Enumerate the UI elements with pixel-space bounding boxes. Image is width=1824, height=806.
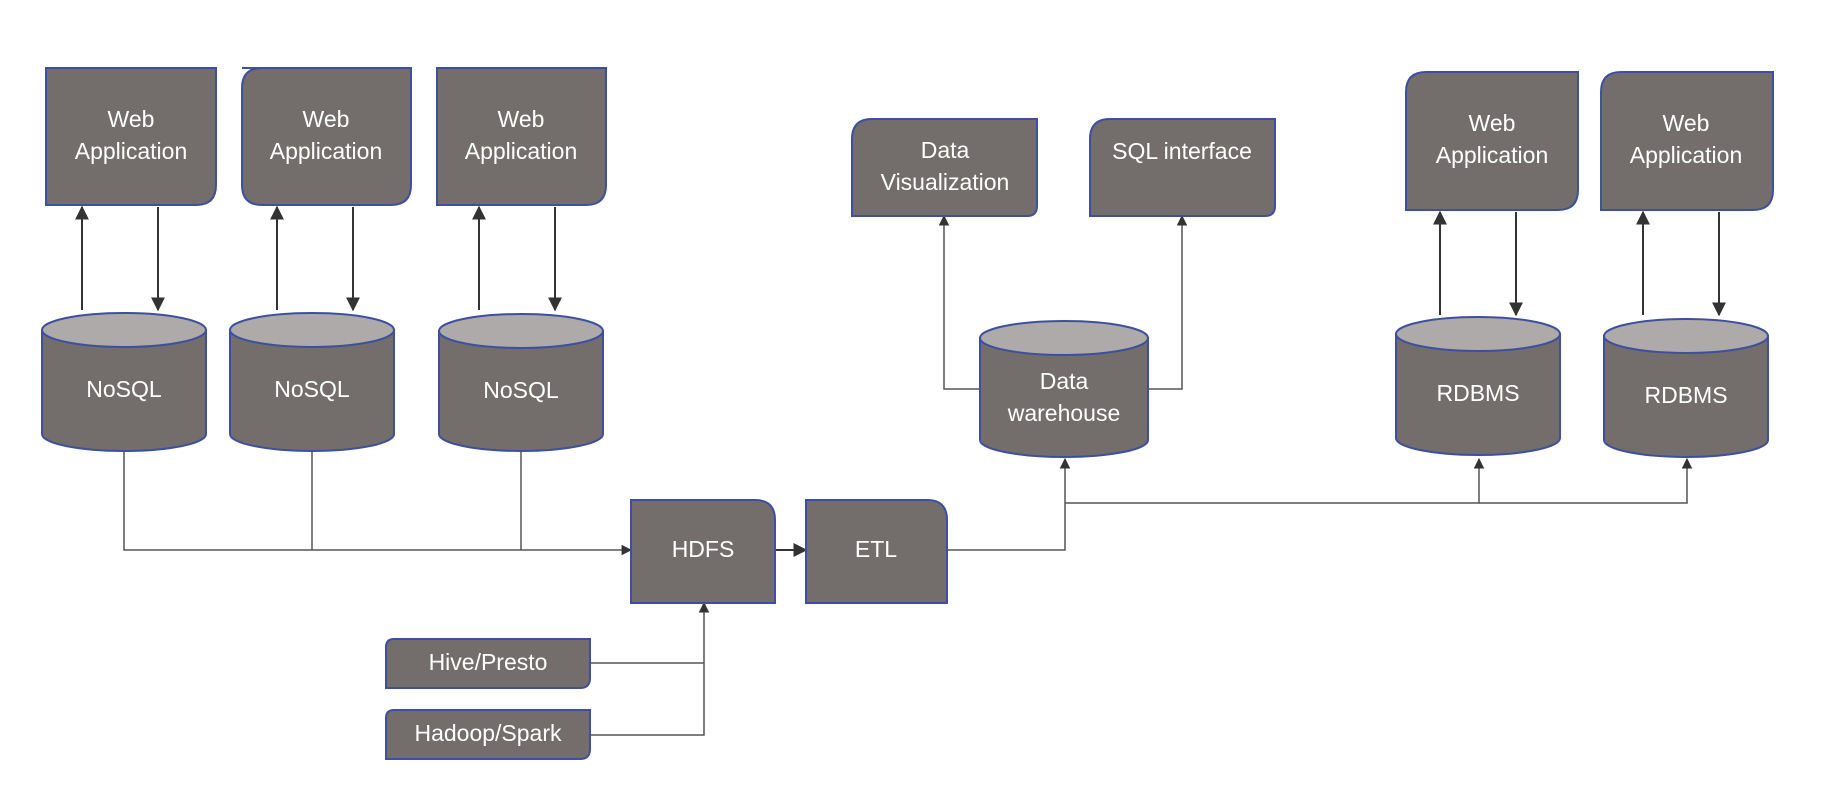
edges: [75, 205, 1726, 736]
edge-etl-to-warehouse: [947, 457, 1071, 551]
nosql-cylinder-3[interactable]: NoSQL: [438, 313, 604, 452]
hdfs-node[interactable]: HDFS: [630, 499, 776, 604]
sql-interface-node[interactable]: SQL interface: [1089, 118, 1276, 217]
edge-nosql1-to-hdfs: [123, 451, 520, 551]
nosql-1-label: NoSQL: [86, 376, 162, 402]
hdfs-label: HDFS: [672, 536, 735, 562]
edge-warehouse-to-visualization: [938, 214, 980, 390]
etl-node[interactable]: ETL: [805, 499, 948, 604]
nosql-cylinder-2[interactable]: NoSQL: [229, 312, 395, 452]
nosql-2-label: NoSQL: [274, 376, 350, 402]
etl-label: ETL: [855, 536, 897, 562]
edge-etl-to-rdbms2: [1479, 457, 1693, 504]
nosql-cylinder-1[interactable]: NoSQL: [41, 312, 207, 452]
edge-hadoop-to-hdfs: [590, 601, 710, 736]
rdbms-2-label: RDBMS: [1644, 382, 1727, 408]
rdbms-1-label: RDBMS: [1436, 380, 1519, 406]
hive-presto-node[interactable]: Hive/Presto: [385, 638, 591, 689]
rdbms-cylinder-2[interactable]: RDBMS: [1603, 318, 1769, 458]
hadoop-spark-node[interactable]: Hadoop/Spark: [385, 709, 591, 760]
rdbms-cylinder-1[interactable]: RDBMS: [1395, 316, 1561, 456]
hive-presto-label: Hive/Presto: [429, 649, 548, 675]
edge-warehouse-to-sql-interface: [1148, 214, 1188, 390]
hadoop-spark-label: Hadoop/Spark: [414, 720, 562, 746]
edge-etl-to-rdbms1: [1065, 457, 1485, 504]
sql-interface-label: SQL interface: [1112, 138, 1252, 164]
nosql-3-label: NoSQL: [483, 377, 559, 403]
